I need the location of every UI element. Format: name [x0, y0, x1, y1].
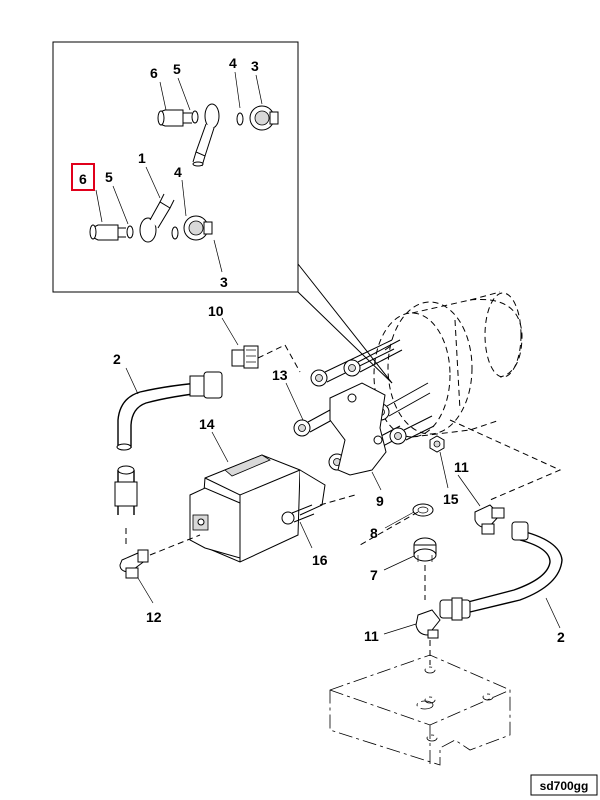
base-block-phantom: [329, 654, 511, 766]
inset-bottom-fitting-assembly: [89, 193, 213, 243]
filter-housing-14: [189, 454, 326, 563]
pump-phantom-outline: [373, 291, 523, 438]
callout-label: 11: [364, 628, 379, 644]
callout-label: 3: [251, 58, 259, 74]
callout-label: 15: [443, 491, 459, 507]
hose-2-left: [114, 345, 259, 579]
callout-label: 2: [113, 351, 121, 367]
callout-label: 3: [220, 274, 228, 290]
callout-leaders: [125, 317, 561, 635]
hose-2-right: [415, 504, 563, 639]
plug-7: [413, 537, 437, 562]
inset-top-fitting-assembly: [157, 103, 279, 167]
callout-label-highlighted: 6: [79, 171, 87, 187]
callout-label: 9: [376, 493, 384, 509]
washer-8: [412, 503, 434, 517]
callout-label: 8: [370, 525, 378, 541]
callout-label: 4: [229, 55, 237, 71]
callout-label: 4: [174, 164, 182, 180]
callout-label: 5: [105, 169, 113, 185]
callout-label: 16: [312, 552, 328, 568]
callout-label: 14: [199, 416, 215, 432]
inset-detail-view: 6 5 4 3 6 5 1 4 3: [52, 41, 393, 384]
figure-id-box: sd700gg: [530, 774, 598, 796]
assembly-guide-lines: [125, 344, 562, 665]
callout-label: 5: [173, 61, 181, 77]
nut-15: [429, 435, 445, 453]
callout-label: 11: [454, 459, 469, 475]
main-callouts: 10 2 13 14 11 9 15 8 16 7 12 11 2: [113, 303, 565, 645]
callout-label: 7: [370, 567, 378, 583]
callout-label: 13: [272, 367, 288, 383]
highlight-box: [71, 163, 95, 191]
callout-label: 12: [146, 609, 162, 625]
bracket-9: [329, 382, 387, 476]
callout-label: 10: [208, 303, 224, 319]
callout-label: 6: [150, 65, 158, 81]
figure-id-label: sd700gg: [540, 779, 589, 793]
callout-label: 1: [138, 150, 146, 166]
callout-label: 2: [557, 629, 565, 645]
